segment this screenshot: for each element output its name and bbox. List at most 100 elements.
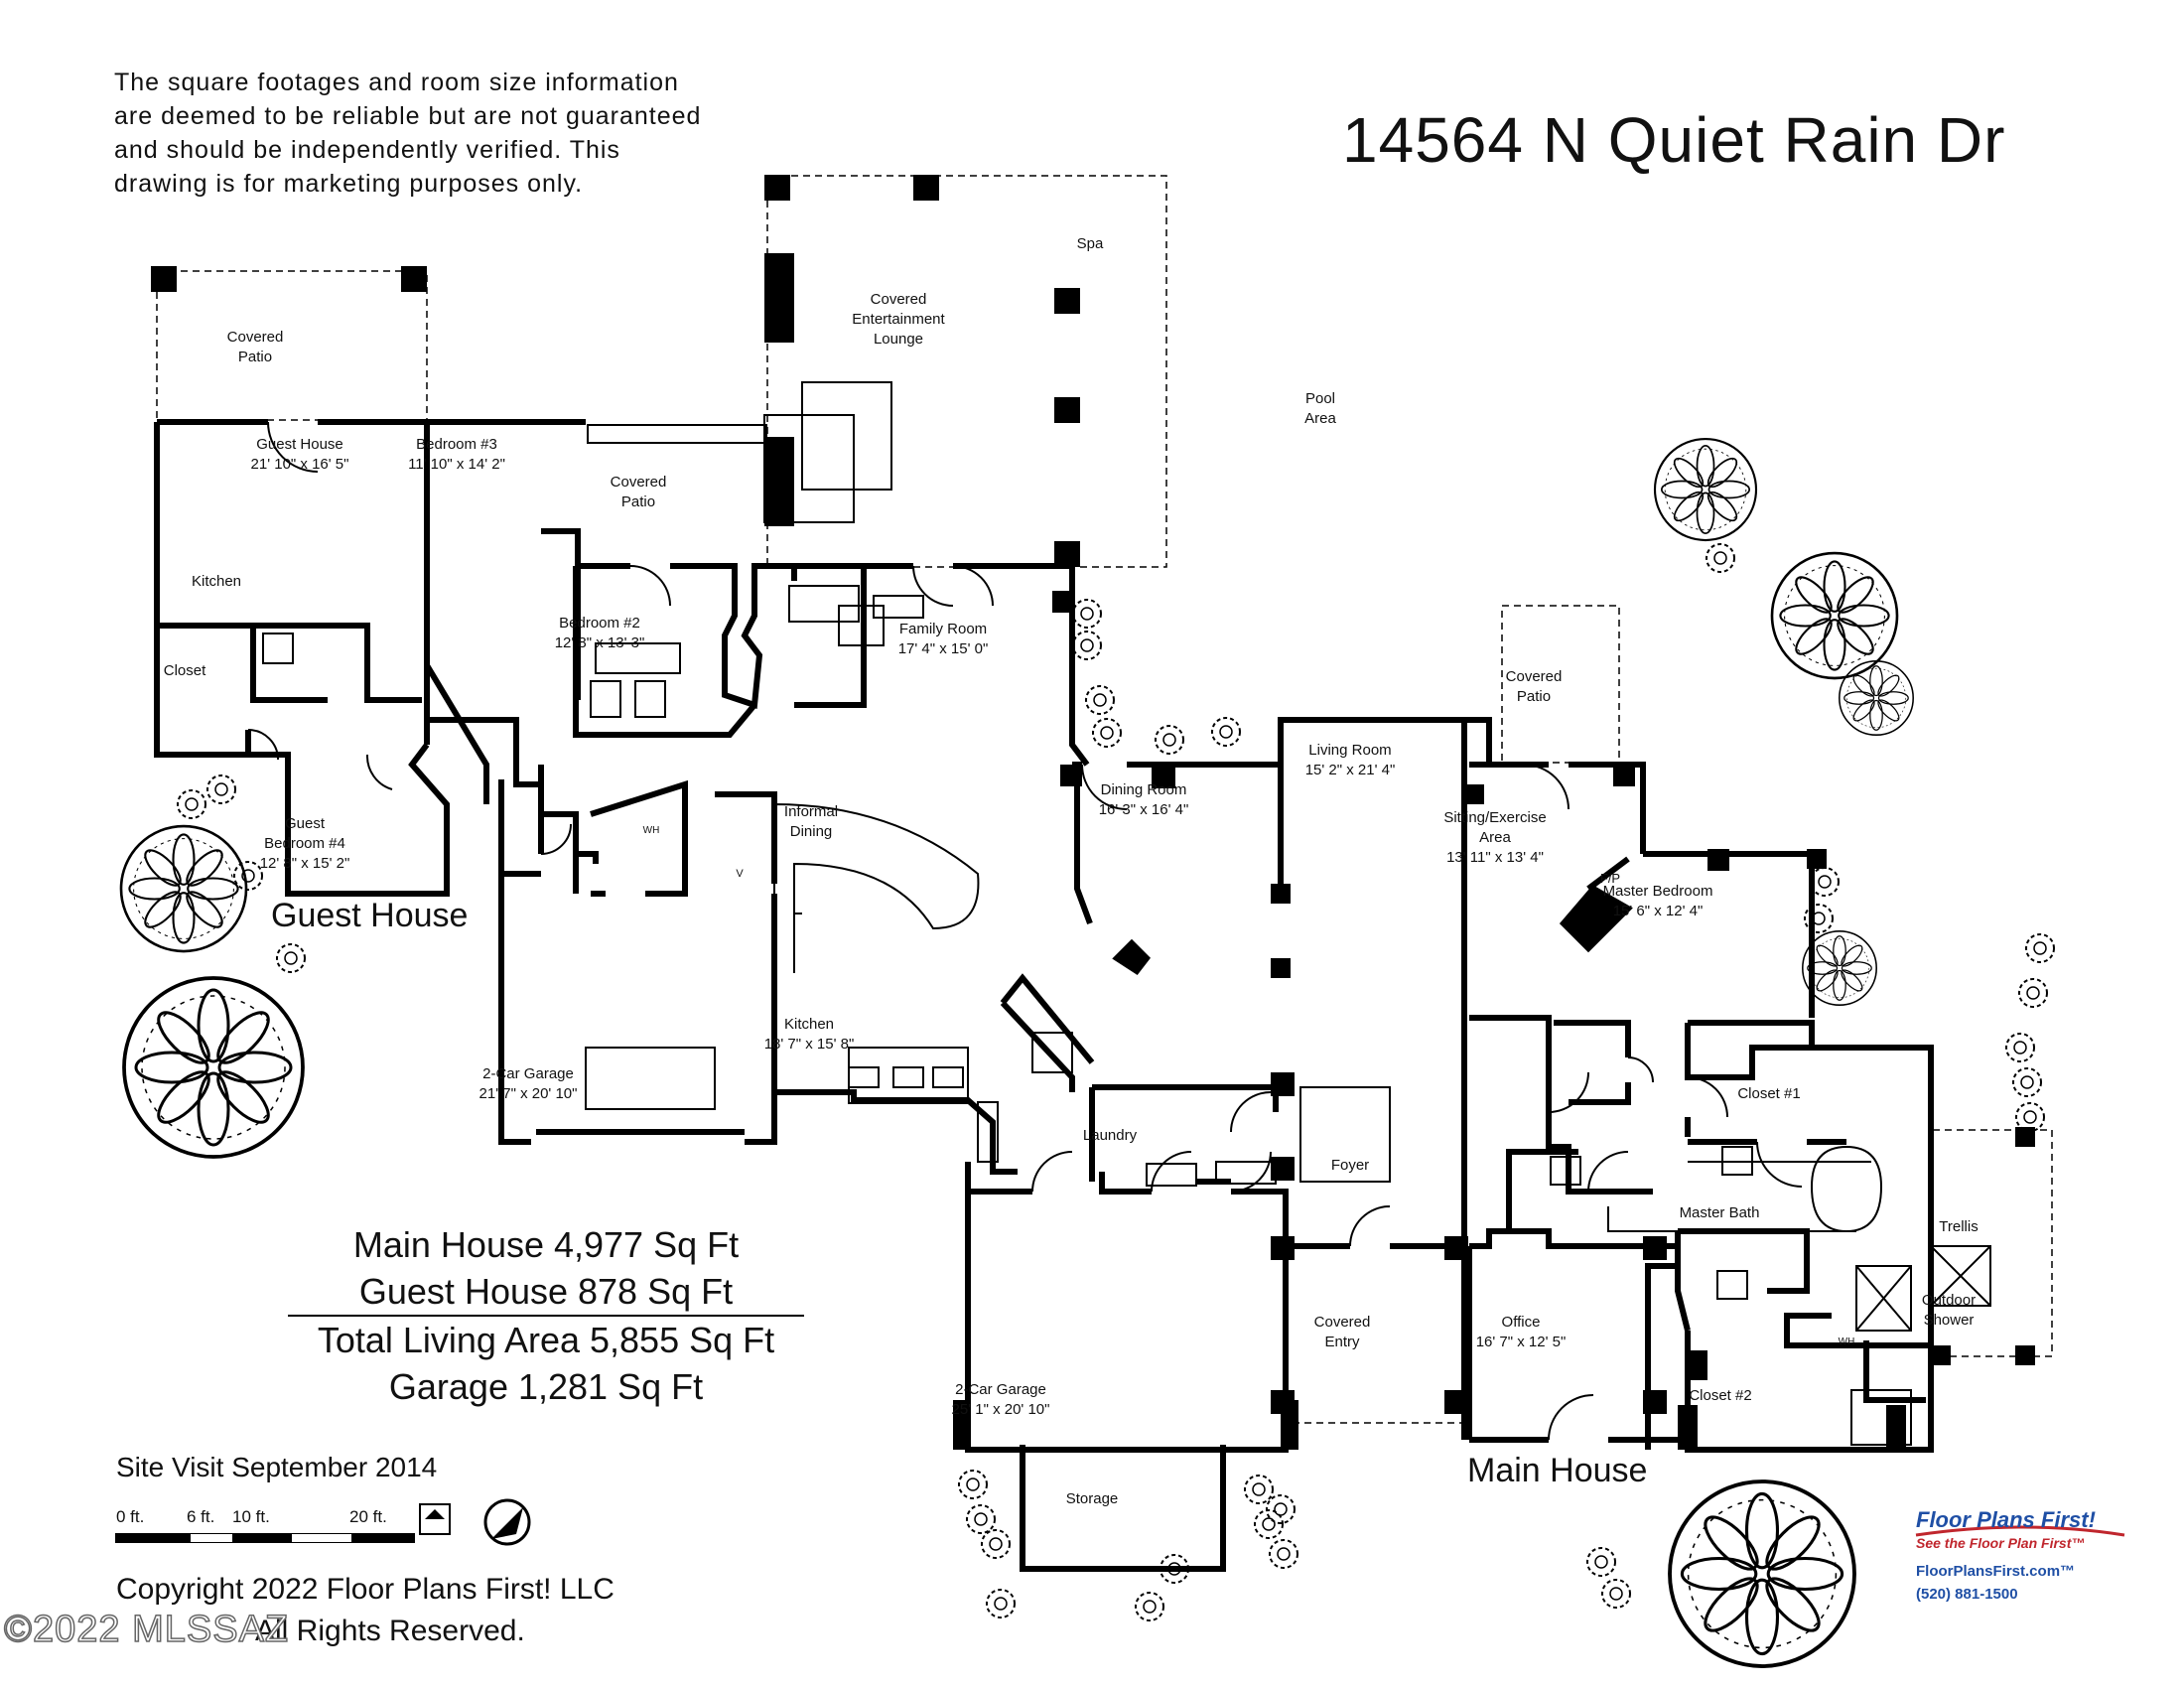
room-name: Area	[1304, 410, 1336, 427]
room-name: Guest House	[256, 436, 343, 453]
room-name: Living Room	[1308, 742, 1392, 759]
room-name: Bedroom #2	[559, 615, 640, 632]
disclaimer-line: are deemed to be reliable but are not gu…	[114, 102, 702, 130]
room-name: Guest	[284, 815, 326, 832]
disclaimer: The square footages and room size inform…	[114, 66, 730, 201]
garage-sqft: Garage 1,281 Sq Ft	[388, 1366, 704, 1407]
room-name: Patio	[620, 493, 656, 510]
room-name: Patio	[237, 349, 273, 365]
north-arrow-icon	[483, 1498, 531, 1546]
storage-label: Storage	[1066, 1489, 1119, 1509]
room-name: Covered	[226, 329, 284, 346]
room-name: Trellis	[1939, 1218, 1979, 1235]
room-dimensions: 13' 11" x 13' 4"	[1446, 849, 1544, 866]
room-name: 2-Car Garage	[955, 1381, 1046, 1398]
room-name: Lounge	[873, 331, 924, 348]
covered-patio-mid-label: Covered Patio	[611, 473, 667, 512]
covered-entry-label: Covered Entry	[1314, 1313, 1371, 1352]
pillars	[151, 175, 2035, 1450]
main-house-section-label: Main House	[1467, 1452, 1648, 1489]
scale-label-0: 0 ft.	[116, 1507, 145, 1526]
room-name: WH	[642, 825, 660, 836]
water-heater-main-label: WH	[1839, 1333, 1855, 1352]
laundry-label: Laundry	[1083, 1126, 1137, 1146]
room-dimensions: 15' 6" x 12' 4"	[1612, 903, 1704, 919]
property-address: 14564 N Quiet Rain Dr	[1342, 104, 2006, 176]
room-name: Master Bedroom	[1602, 883, 1713, 900]
room-dimensions: 21' 10" x 16' 5"	[250, 456, 349, 473]
living-room-label: Living Room 15' 2" x 21' 4"	[1305, 741, 1396, 780]
copyright: Copyright 2022 Floor Plans First! LLC Al…	[116, 1569, 614, 1652]
room-name: Informal	[783, 803, 839, 820]
room-dimensions: 21' 7" x 20' 10"	[478, 1085, 578, 1102]
landscape-shrubs	[177, 543, 2055, 1621]
mls-watermark: ©2022 MLSSAZ	[3, 1608, 290, 1651]
copyright-line-1: Copyright 2022 Floor Plans First! LLC	[116, 1573, 614, 1606]
fireplace-label: F/P	[1600, 869, 1620, 889]
bedroom-2-label: Bedroom #2 12' 8" x 13' 3"	[555, 614, 645, 653]
brand-name: Floor Plans First!	[1916, 1507, 2096, 1532]
room-dimensions: 15' 2" x 21' 4"	[1304, 762, 1396, 778]
main-house-sqft: Main House 4,977 Sq Ft	[352, 1224, 740, 1265]
informal-dining-label: Informal Dining	[784, 802, 838, 842]
closet-2-label: Closet #2	[1689, 1386, 1751, 1406]
room-name: Area	[1479, 829, 1511, 846]
room-name: Covered	[870, 291, 927, 308]
v-marker-label: V	[736, 864, 743, 884]
guest-kitchen-label: Kitchen	[192, 572, 241, 592]
disclaimer-line: The square footages and room size inform…	[114, 69, 679, 96]
equal-housing-icon	[419, 1503, 451, 1535]
guest-house-sqft: Guest House 878 Sq Ft	[358, 1271, 734, 1312]
walls	[154, 419, 1934, 1572]
brand-tagline: See the Floor Plan First™	[1916, 1535, 2086, 1551]
garage-left-label: 2-Car Garage 21' 7" x 20' 10"	[479, 1064, 578, 1104]
room-name: Bedroom #4	[264, 835, 345, 852]
room-name: Patio	[1516, 688, 1552, 705]
foyer-label: Foyer	[1331, 1156, 1369, 1176]
covered-patio-right-label: Covered Patio	[1506, 667, 1563, 707]
brand-logo-swoosh	[1915, 1525, 2125, 1537]
room-name: Shower	[1923, 1312, 1975, 1329]
room-name: Kitchen	[783, 1016, 835, 1033]
office-label: Office 16' 7" x 12' 5"	[1476, 1313, 1567, 1352]
total-living-sqft: Total Living Area 5,855 Sq Ft	[288, 1315, 804, 1363]
guest-house-room-label: Guest House 21' 10" x 16' 5"	[251, 435, 349, 475]
room-dimensions: 11' 10" x 14' 2"	[408, 456, 505, 473]
room-name: WH	[1838, 1336, 1855, 1347]
scale-label-20: 20 ft.	[349, 1507, 387, 1526]
copyright-line-2: All Rights Reserved.	[255, 1615, 525, 1647]
room-name: Closet #2	[1689, 1387, 1752, 1404]
room-name: Dining Room	[1100, 781, 1187, 798]
room-dimensions: 25' 1" x 20' 10"	[951, 1401, 1050, 1418]
room-name: Pool	[1304, 390, 1336, 407]
room-name: Covered	[1505, 668, 1563, 685]
square-footage-summary: Main House 4,977 Sq Ft Guest House 878 S…	[288, 1221, 804, 1410]
outdoor-shower-label: Outdoor Shower	[1922, 1291, 1976, 1331]
room-dimensions: 16' 3" x 16' 4"	[1098, 801, 1189, 818]
room-name: Spa	[1076, 235, 1104, 252]
master-bedroom-label: Master Bedroom 15' 6" x 12' 4"	[1603, 882, 1713, 921]
bedroom-3-label: Bedroom #3 11' 10" x 14' 2"	[408, 435, 505, 475]
guest-bedroom-4-label: Guest Bedroom #4 12' 8" x 15' 2"	[260, 814, 350, 874]
room-name: Bedroom #3	[416, 436, 497, 453]
master-bath-label: Master Bath	[1680, 1203, 1760, 1223]
kitchen-label: Kitchen 18' 7" x 15' 8"	[764, 1015, 855, 1055]
room-name: Master Bath	[1679, 1204, 1760, 1221]
door-swings	[247, 421, 1803, 1441]
garage-right-label: 2-Car Garage 25' 1" x 20' 10"	[952, 1380, 1050, 1420]
room-name: Outdoor	[1921, 1292, 1977, 1309]
brand-phone: (520) 881-1500	[1916, 1586, 2018, 1603]
room-name: Entertainment	[852, 311, 945, 328]
room-name: Entry	[1324, 1334, 1360, 1350]
room-name: Office	[1501, 1314, 1541, 1331]
covered-patio-guest-label: Covered Patio	[227, 328, 284, 367]
room-name: Foyer	[1330, 1157, 1370, 1174]
family-room-label: Family Room 17' 4" x 15' 0"	[898, 620, 989, 659]
brand-block: Floor Plans First! See the Floor Plan Fi…	[1916, 1507, 2154, 1603]
thin-lines	[262, 381, 1991, 1446]
trellis-label: Trellis	[1939, 1217, 1978, 1237]
sitting-exercise-label: Sitting/Exercise Area 13' 11" x 13' 4"	[1443, 808, 1546, 868]
disclaimer-line: drawing is for marketing purposes only.	[114, 170, 584, 198]
room-name: Closet #1	[1737, 1085, 1801, 1102]
pool-area-label: Pool Area	[1304, 389, 1336, 429]
